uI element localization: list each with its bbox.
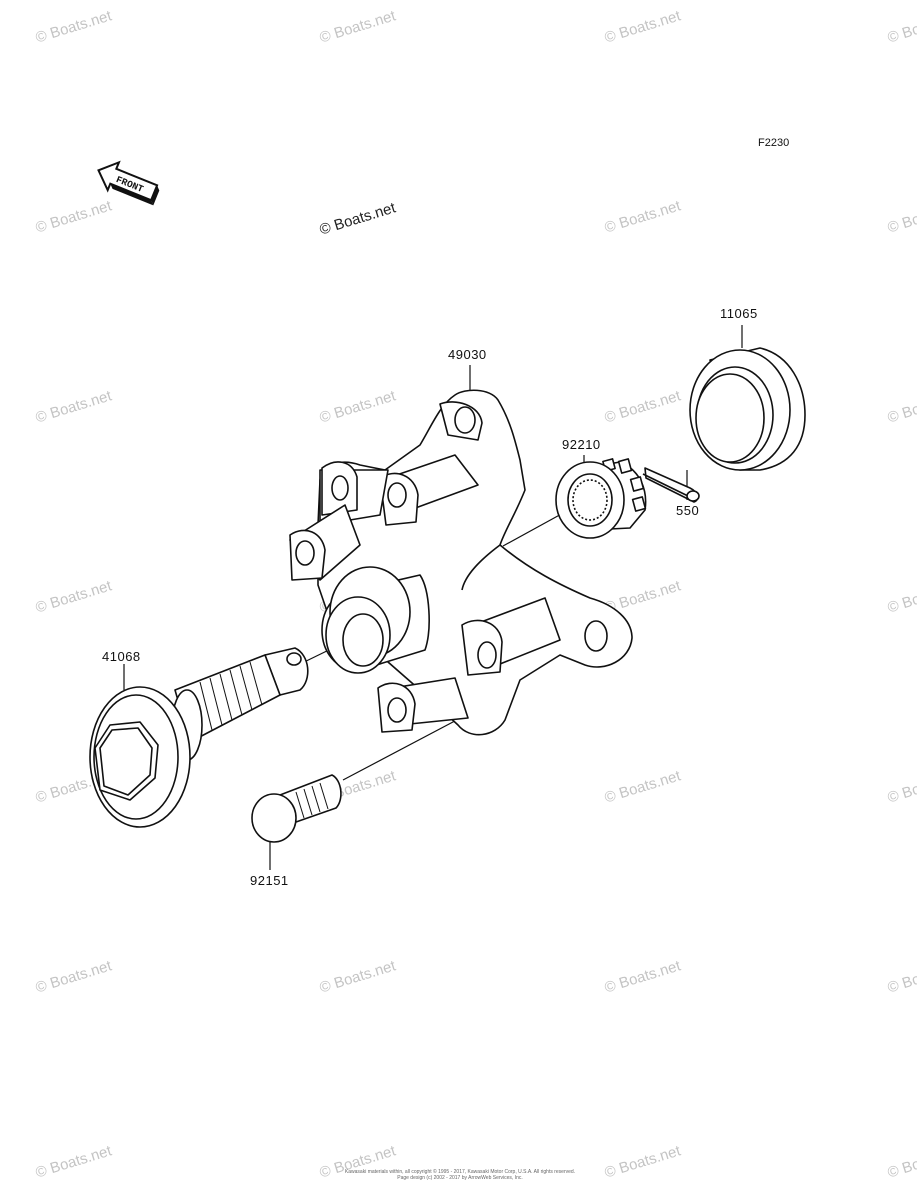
copyright-line: Kawasaki materials within, all copyright… bbox=[344, 1169, 576, 1175]
part-label-92151[interactable]: 92151 bbox=[250, 873, 289, 888]
part-label-49030[interactable]: 49030 bbox=[448, 347, 487, 362]
part-label-11065[interactable]: 11065 bbox=[720, 306, 758, 321]
front-arrow-icon: FRONT bbox=[97, 160, 160, 206]
nut-92210 bbox=[555, 458, 647, 539]
part-label-550[interactable]: 550 bbox=[676, 503, 700, 518]
page-design-line: Page design (c) 2002 - 2017 by ArrowWeb … bbox=[397, 1175, 523, 1181]
hub-49030 bbox=[289, 389, 633, 736]
part-label-41068[interactable]: 41068 bbox=[102, 649, 141, 664]
figure-code: F2230 bbox=[758, 137, 790, 149]
copyright-footer: Kawasaki materials within, all copyright… bbox=[340, 1169, 580, 1181]
part-label-92210[interactable]: 92210 bbox=[562, 437, 601, 452]
stud-92151 bbox=[251, 774, 342, 843]
cotter-pin-550 bbox=[642, 467, 700, 503]
bearing-11065 bbox=[689, 347, 806, 471]
axle-41068 bbox=[89, 647, 309, 828]
